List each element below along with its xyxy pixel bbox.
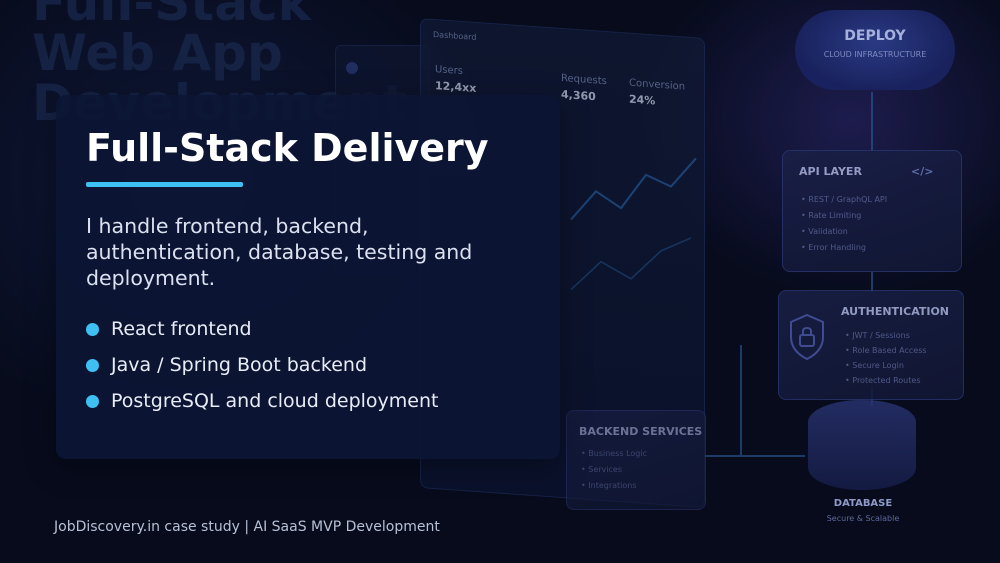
backend-services-item: • Business Logic xyxy=(581,449,647,458)
connector-line xyxy=(871,272,873,292)
bullet-dot-icon xyxy=(86,358,99,372)
shield-lock-icon xyxy=(790,313,824,361)
feature-label: Java / Spring Boot backend xyxy=(111,354,368,376)
content-card: Full-Stack Delivery I handle frontend, b… xyxy=(56,95,560,459)
panel-dot-icon xyxy=(346,62,358,74)
feature-label: PostgreSQL and cloud deployment xyxy=(111,390,439,412)
list-item: React frontend xyxy=(86,311,526,347)
backend-services-item: • Integrations xyxy=(581,481,637,490)
authentication-item: • Secure Login xyxy=(845,361,904,370)
backend-services-item: • Services xyxy=(581,465,622,474)
api-layer-box: API LAYER </> • REST / GraphQL API • Rat… xyxy=(782,150,962,272)
bullet-dot-icon xyxy=(86,394,99,408)
api-layer-item: • Validation xyxy=(801,227,848,236)
card-title: Full-Stack Delivery xyxy=(86,126,489,170)
authentication-item: • JWT / Sessions xyxy=(845,331,910,340)
authentication-box: AUTHENTICATION • JWT / Sessions • Role B… xyxy=(778,290,964,400)
connector-line xyxy=(740,345,742,455)
feature-label: React frontend xyxy=(111,318,252,340)
deploy-cloud: DEPLOY CLOUD INFRASTRUCTURE xyxy=(795,10,955,90)
backend-services-title: BACKEND SERVICES xyxy=(579,425,703,438)
feature-list: React frontend Java / Spring Boot backen… xyxy=(86,311,526,419)
database-label: DATABASE xyxy=(833,498,893,509)
footer-caption: JobDiscovery.in case study | AI SaaS MVP… xyxy=(54,519,440,535)
database-cylinder-icon xyxy=(808,400,916,490)
code-icon: </> xyxy=(911,165,934,178)
list-item: PostgreSQL and cloud deployment xyxy=(86,383,526,419)
dashboard-line-chart xyxy=(570,157,697,291)
connector-line xyxy=(871,92,873,150)
api-layer-title: API LAYER xyxy=(799,165,862,178)
api-layer-item: • Rate Limiting xyxy=(801,211,862,220)
deploy-title: DEPLOY xyxy=(844,28,906,44)
connector-line xyxy=(705,455,805,457)
list-item: Java / Spring Boot backend xyxy=(86,347,526,383)
background-dashboard: Dashboard Users 12,4xx Requests 4,360 Co… xyxy=(420,18,705,508)
database-subtitle: Secure & Scalable xyxy=(826,514,900,523)
api-layer-item: • REST / GraphQL API xyxy=(801,195,888,204)
backend-services-box: BACKEND SERVICES • Business Logic • Serv… xyxy=(566,410,706,510)
bullet-dot-icon xyxy=(86,322,99,336)
authentication-item: • Protected Routes xyxy=(845,376,921,385)
api-layer-item: • Error Handling xyxy=(801,243,866,252)
authentication-item: • Role Based Access xyxy=(845,346,927,355)
deploy-subtitle: CLOUD INFRASTRUCTURE xyxy=(823,50,927,59)
authentication-title: AUTHENTICATION xyxy=(841,305,950,318)
title-underline xyxy=(86,182,243,187)
card-description: I handle frontend, backend, authenticati… xyxy=(86,214,473,290)
